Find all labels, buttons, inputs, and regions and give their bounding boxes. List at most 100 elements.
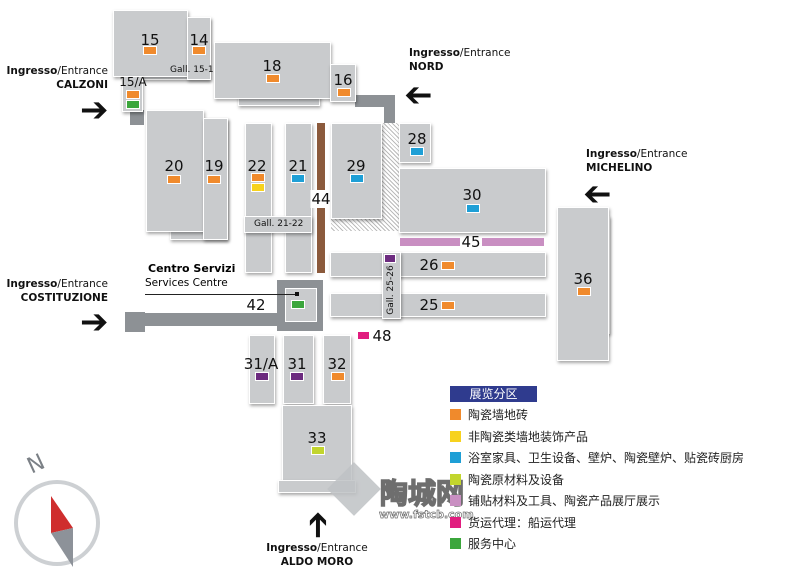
- hall-48-marker[interactable]: [358, 332, 369, 339]
- entrance-en: /Entrance: [57, 278, 108, 290]
- arrow-right-icon: ➔: [80, 90, 109, 130]
- category-marker: [192, 46, 206, 55]
- hall-45-strip[interactable]: [400, 238, 460, 246]
- hall-15[interactable]: [113, 10, 188, 77]
- pointer-line: [145, 294, 297, 295]
- gallery-21-22[interactable]: [244, 216, 312, 233]
- legend-label: 浴室家具、卫生设备、壁炉、陶瓷壁炉、贴瓷砖厨房: [468, 451, 745, 465]
- hall-45-label: 45: [461, 233, 481, 251]
- hall-22[interactable]: [245, 123, 272, 273]
- hall-28-label: 28: [407, 130, 427, 148]
- hall-42-label: 42: [246, 296, 266, 314]
- category-marker: [311, 446, 325, 455]
- legend-label: 铺贴材料及工具、陶瓷产品展厅展示: [468, 494, 661, 508]
- hall-28[interactable]: [399, 123, 431, 163]
- category-marker: [441, 261, 455, 270]
- category-marker: [207, 175, 221, 184]
- entrance-aldo-moro: Ingresso/Entrance ALDO MORO: [257, 541, 377, 569]
- legend-item: 非陶瓷类墙地装饰产品: [450, 428, 588, 445]
- hall-45-strip[interactable]: [482, 238, 544, 246]
- arrow-left-icon: ➔: [404, 75, 433, 115]
- corridor: [384, 95, 395, 125]
- entrance-costituzione: Ingresso/Entrance COSTITUZIONE: [6, 277, 108, 305]
- entrance-it: Ingresso: [266, 542, 318, 554]
- pointer-dot: [295, 292, 299, 296]
- legend-item: 货运代理：船运代理: [450, 514, 576, 531]
- service-marker: [126, 100, 140, 109]
- corridor: [125, 313, 280, 326]
- services-en: Services Centre: [145, 277, 228, 289]
- service-marker: [291, 300, 305, 309]
- category-marker: [337, 88, 351, 97]
- hall-31a[interactable]: [249, 335, 275, 404]
- category-marker: [251, 183, 265, 192]
- entrance-it: Ingresso: [6, 278, 58, 290]
- category-marker: [384, 254, 396, 263]
- entrance-it: Ingresso: [586, 148, 637, 160]
- hall-36-label: 36: [573, 270, 593, 288]
- entrance-name: MICHELINO: [586, 162, 653, 174]
- legend-swatch: [450, 516, 461, 528]
- legend-swatch: [450, 452, 461, 463]
- category-marker: [251, 173, 265, 182]
- category-marker: [290, 372, 304, 381]
- legend-label: 陶瓷墙地砖: [468, 408, 529, 422]
- gallery-21-22-label: Gall. 21-22: [254, 219, 304, 229]
- hall-31a-label: 31/A: [243, 355, 279, 373]
- hall-31-label: 31: [287, 355, 307, 373]
- hall-44-label: 44: [310, 190, 332, 208]
- gallery-15-18-label: Gall. 15-18: [170, 65, 220, 75]
- hall-16[interactable]: [330, 64, 356, 102]
- hall-19-label: 19: [204, 157, 224, 175]
- legend-label: 服务中心: [468, 537, 517, 551]
- hall-29[interactable]: [331, 123, 382, 219]
- legend-label: 非陶瓷类墙地装饰产品: [468, 429, 589, 444]
- entrance-it: Ingresso: [6, 65, 58, 77]
- hall-14-label: 14: [189, 31, 209, 49]
- legend-swatch: [450, 473, 461, 485]
- category-marker: [441, 301, 455, 310]
- hall-26-label: 26: [419, 256, 439, 274]
- gallery-25-26-label: Gall. 25-26: [386, 265, 396, 315]
- legend-item: 浴室家具、卫生设备、壁炉、陶瓷壁炉、贴瓷砖厨房: [450, 449, 744, 466]
- entrance-name: ALDO MORO: [280, 556, 354, 568]
- hall-32[interactable]: [323, 335, 351, 404]
- hall-36[interactable]: [557, 207, 609, 361]
- hall-25[interactable]: [330, 293, 546, 317]
- gallery-25-26[interactable]: [382, 252, 401, 319]
- entrance-en: /Entrance: [317, 542, 368, 554]
- arrow-up-icon: ➔: [297, 510, 338, 540]
- category-marker: [167, 175, 181, 184]
- hall-26[interactable]: [330, 252, 546, 277]
- legend-item: 铺贴材料及工具、陶瓷产品展厅展示: [450, 492, 660, 509]
- corridor: [130, 110, 144, 125]
- entrance-en: /Entrance: [636, 148, 688, 160]
- hall-16-label: 16: [333, 71, 353, 89]
- corridor: [125, 312, 145, 332]
- entrance-it: Ingresso: [409, 47, 460, 59]
- legend-title: 展览分区: [450, 386, 537, 402]
- hall-29-label: 29: [346, 157, 366, 175]
- legend-item: 陶瓷原材料及设备: [450, 471, 564, 488]
- legend-swatch: [450, 538, 461, 549]
- legend-swatch: [450, 430, 461, 442]
- entrance-name: NORD: [409, 61, 444, 73]
- entrance-en: /Entrance: [57, 65, 108, 77]
- category-marker: [331, 372, 345, 381]
- entrance-calzoni: Ingresso/Entrance CALZONI: [6, 64, 108, 92]
- entrance-name: CALZONI: [56, 79, 108, 91]
- arrow-left-icon: ➔: [583, 174, 612, 214]
- legend-item: 陶瓷墙地砖: [450, 406, 528, 423]
- category-marker: [291, 174, 305, 183]
- category-marker: [410, 147, 424, 156]
- entrance-name: COSTITUZIONE: [20, 292, 108, 304]
- hall-21[interactable]: [285, 123, 312, 273]
- hall-33[interactable]: [282, 405, 352, 482]
- category-marker: [466, 204, 480, 213]
- hall-31[interactable]: [283, 335, 314, 404]
- hall-15a-label: 15/A: [119, 75, 147, 89]
- hall-30[interactable]: [399, 168, 546, 233]
- hall-33-label: 33: [307, 429, 327, 447]
- category-marker: [577, 287, 591, 296]
- category-marker: [255, 372, 269, 381]
